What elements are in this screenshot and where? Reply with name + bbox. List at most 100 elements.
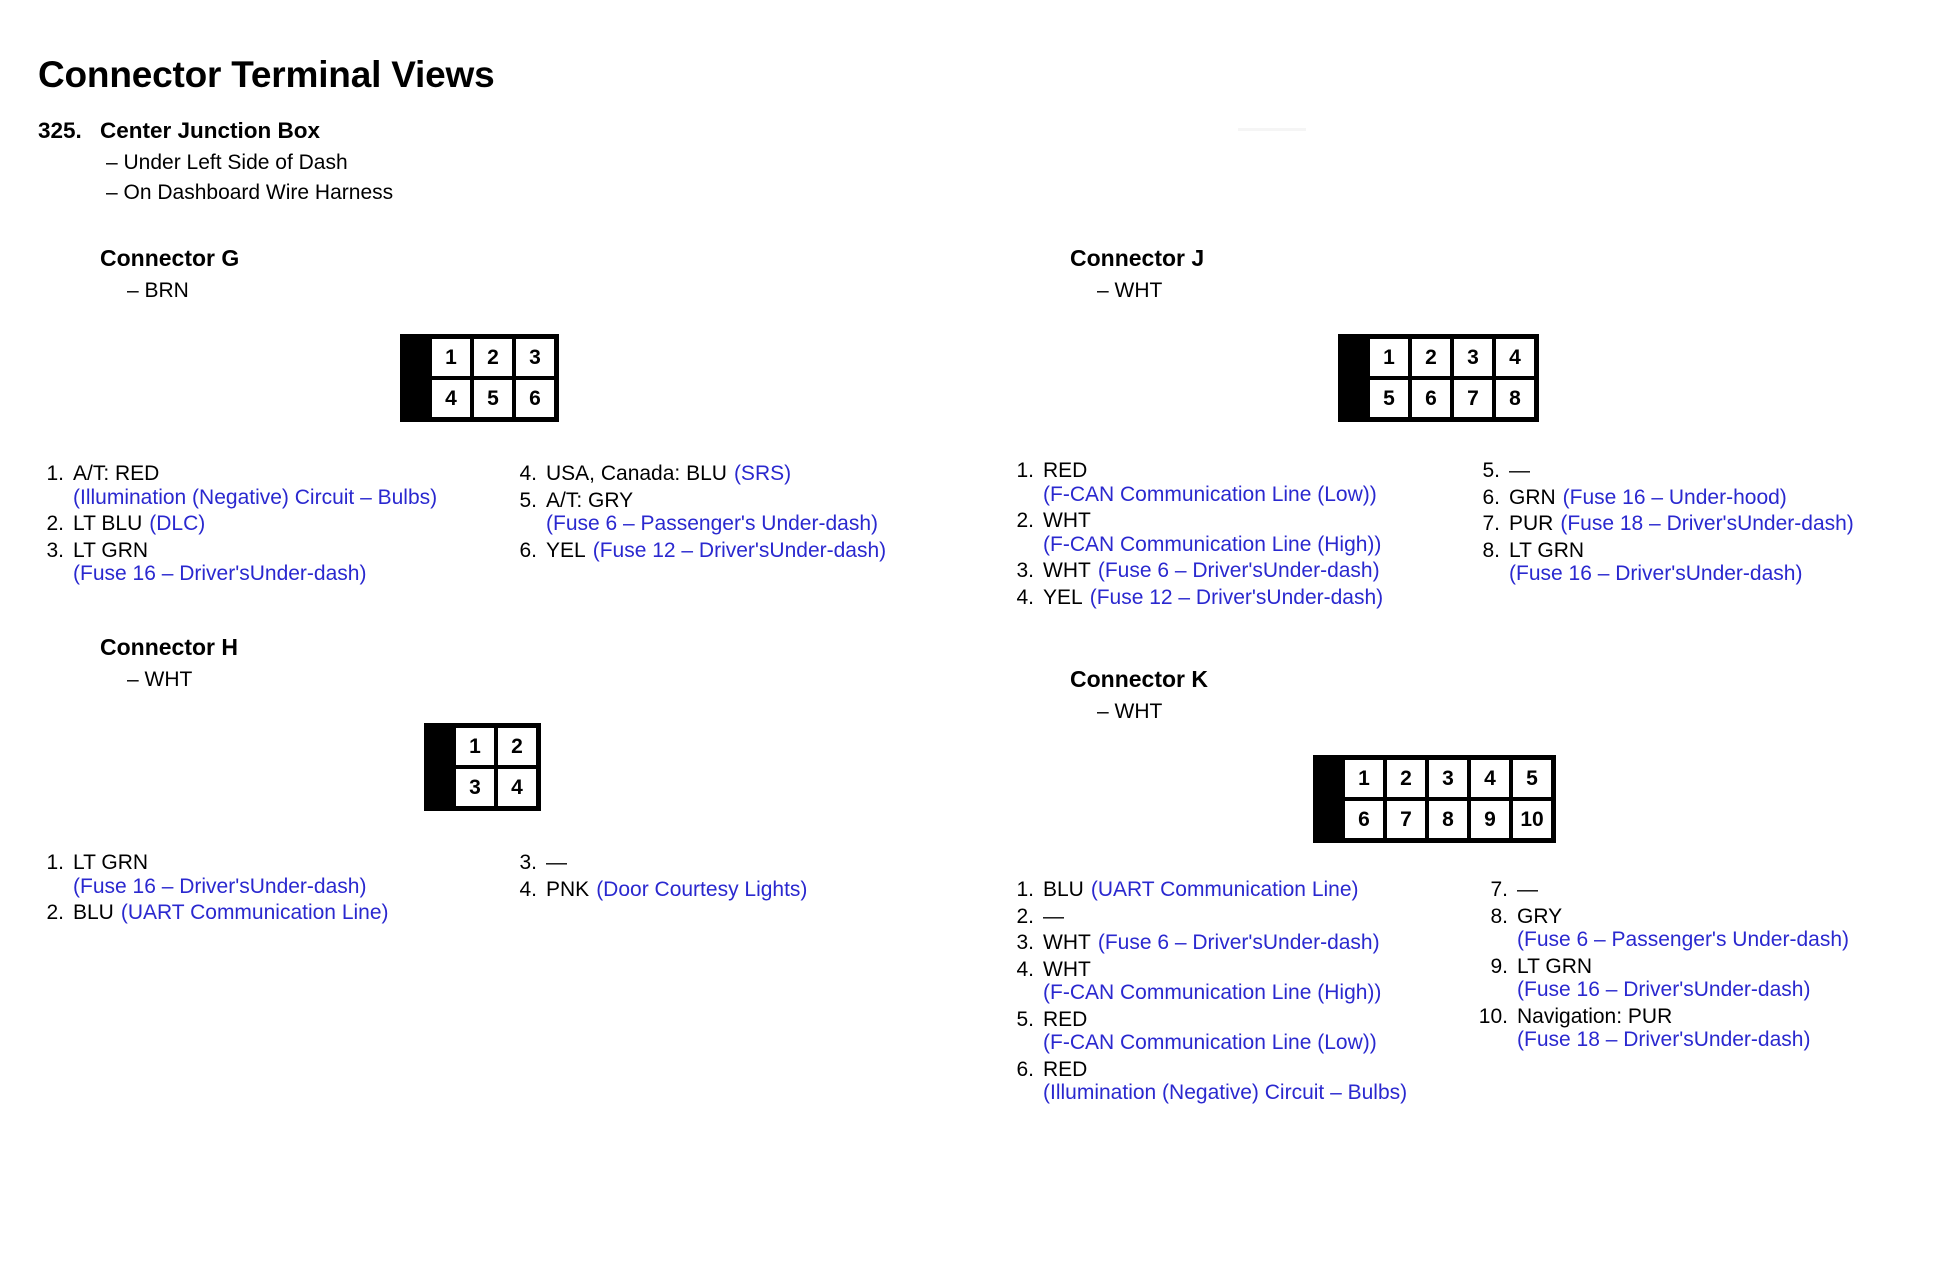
pin-entry: 5.A/T: GRY(Fuse 6 – Passenger's Under-da… <box>515 489 886 536</box>
pin-circuit-note: (Fuse 16 – Driver'sUnder-dash) <box>73 874 367 898</box>
section-note-location: – Under Left Side of Dash <box>106 150 348 174</box>
pin-entry: 2.LT BLU(DLC) <box>42 512 437 536</box>
pin-entry: 5.— <box>1478 459 1854 483</box>
pin-number: 1. <box>1016 878 1034 901</box>
connector-k-pin-list-left: 1.BLU(UART Communication Line)2.—3.WHT(F… <box>1012 878 1407 1108</box>
pin-circuit-note: (SRS) <box>733 462 792 485</box>
pin-cell-8: 8 <box>1429 801 1467 838</box>
pin-description: GRN(Fuse 16 – Under-hood) <box>1509 486 1787 510</box>
pin-wire-color: YEL <box>1043 585 1083 609</box>
pin-entry: 3. — <box>515 851 807 875</box>
pin-cell-4: 4 <box>1471 760 1509 797</box>
pin-wire-color: RED <box>1043 1057 1088 1081</box>
pin-wire-color: A/T: RED <box>73 462 160 485</box>
connector-h-title: Connector H <box>100 634 238 660</box>
connector-h-keying-tab <box>429 728 456 806</box>
pin-cell-6: 6 <box>1345 801 1383 838</box>
pin-circuit-note: (Fuse 6 – Passenger's Under-dash) <box>546 512 879 536</box>
pin-description: GRY(Fuse 6 – Passenger's Under-dash) <box>1517 905 1849 952</box>
connector-k-heading: Connector K – WHT <box>1070 666 1208 724</box>
connector-g-heading: Connector G – BRN <box>100 245 239 303</box>
pin-cell-2: 2 <box>1387 760 1425 797</box>
connector-k-keying-tab <box>1318 760 1345 838</box>
pin-entry: 3. WHT(Fuse 6 – Driver'sUnder-dash) <box>1012 559 1383 583</box>
page-title: Connector Terminal Views <box>38 54 495 95</box>
pin-number: 2. <box>1016 904 1034 928</box>
pin-number: 1. <box>46 462 64 485</box>
pin-number: 6. <box>1016 1057 1034 1081</box>
pin-wire-color: WHT <box>1043 509 1091 533</box>
pin-circuit-note: (Fuse 16 – Driver'sUnder-dash) <box>1509 562 1803 586</box>
pin-circuit-note: (F-CAN Communication Line (High)) <box>1043 532 1382 556</box>
pin-entry: 7.PUR(Fuse 18 – Driver'sUnder-dash) <box>1478 512 1854 536</box>
pin-wire-color: Navigation: PUR <box>1517 1004 1673 1028</box>
pin-entry: 6. GRN(Fuse 16 – Under-hood) <box>1478 486 1854 510</box>
pin-circuit-note: (Door Courtesy Lights) <box>596 877 808 901</box>
pin-circuit-note: (Fuse 6 – Passenger's Under-dash) <box>1517 928 1850 952</box>
pin-number: 4. <box>519 462 537 485</box>
pin-description: WHT(F-CAN Communication Line (High)) <box>1043 958 1381 1005</box>
pin-number: 5. <box>1016 1007 1034 1031</box>
connector-j-pin-list-left: 1.RED(F-CAN Communication Line (Low))2.W… <box>1012 459 1383 612</box>
pin-circuit-note: (Fuse 16 – Driver'sUnder-dash) <box>1517 978 1811 1002</box>
connector-g-pin-list-left: 1. A/T: RED(Illumination (Negative) Circu… <box>42 462 437 589</box>
pin-number: 3. <box>1016 931 1034 955</box>
scan-artifact <box>1238 128 1306 131</box>
pin-wire-color: — <box>1509 459 1530 482</box>
pin-wire-color: BLU <box>1043 878 1084 901</box>
pin-wire-color: LT BLU <box>73 512 143 536</box>
connector-h-pin-list-left: 1.LT GRN(Fuse 16 – Driver'sUnder-dash) 2.… <box>42 851 389 928</box>
pin-cell-1: 1 <box>1345 760 1383 797</box>
connector-h-pin-list-right: 3. — 4.PNK(Door Courtesy Lights) <box>515 851 807 904</box>
pin-cell-1: 1 <box>432 339 470 376</box>
section-number: 325. <box>38 118 82 143</box>
pin-description: PUR(Fuse 18 – Driver'sUnder-dash) <box>1509 512 1854 536</box>
pin-cell-3: 3 <box>1454 339 1492 376</box>
pin-number: 3. <box>1016 559 1034 583</box>
connector-j-title: Connector J <box>1070 245 1205 271</box>
pin-number: 3. <box>519 851 537 874</box>
connector-j-keying-tab <box>1343 339 1370 417</box>
pin-wire-color: RED <box>1043 1007 1088 1031</box>
pin-wire-color: LT GRN <box>73 538 149 562</box>
connector-k-color: – WHT <box>1097 700 1163 723</box>
pin-entry: 1.RED(F-CAN Communication Line (Low)) <box>1012 459 1383 506</box>
pin-wire-color: BLU <box>73 901 114 925</box>
pin-cell-3: 3 <box>516 339 554 376</box>
pin-description: BLU(UART Communication Line) <box>1043 878 1359 902</box>
pin-entry: 4.YEL(Fuse 12 – Driver'sUnder-dash) <box>1012 586 1383 610</box>
pin-circuit-note: (Fuse 18 – Driver'sUnder-dash) <box>1517 1028 1811 1052</box>
pin-number: 6. <box>1482 485 1500 509</box>
pin-circuit-note: (Illumination (Negative) Circuit – Bulbs… <box>73 485 438 509</box>
pin-number: 6. <box>519 538 537 562</box>
pin-description: WHT(Fuse 6 – Driver'sUnder-dash) <box>1043 559 1380 583</box>
pin-circuit-note: (F-CAN Communication Line (Low)) <box>1043 482 1377 506</box>
pin-entry: 1.LT GRN(Fuse 16 – Driver'sUnder-dash) <box>42 851 389 898</box>
pin-entry: 1. BLU(UART Communication Line) <box>1012 878 1407 902</box>
pin-cell-5: 5 <box>1370 380 1408 417</box>
pin-wire-color: GRN <box>1509 485 1556 509</box>
pin-cell-7: 7 <box>1454 380 1492 417</box>
pin-entry: 4.PNK(Door Courtesy Lights) <box>515 878 807 902</box>
pin-cell-6: 6 <box>516 380 554 417</box>
pin-circuit-note: (Fuse 12 – Driver'sUnder-dash) <box>592 538 887 562</box>
pin-number: 1. <box>46 851 64 874</box>
pin-entry: 2.BLU(UART Communication Line) <box>42 901 388 925</box>
pin-wire-color: YEL <box>546 538 586 562</box>
pin-wire-color: PUR <box>1509 512 1554 536</box>
section-heading-line: 325. Center Junction Box <box>38 118 393 144</box>
pin-description: YEL(Fuse 12 – Driver'sUnder-dash) <box>1043 586 1383 610</box>
section-heading: 325. Center Junction Box – Under Left Si… <box>38 118 393 205</box>
pin-description: — <box>546 851 567 875</box>
connector-k-title: Connector K <box>1070 666 1208 692</box>
pin-description: RED(F-CAN Communication Line (Low)) <box>1043 459 1377 506</box>
connector-h-heading: Connector H – WHT <box>100 634 238 692</box>
pin-cell-5: 5 <box>1513 760 1551 797</box>
connector-g-color: – BRN <box>127 279 189 302</box>
